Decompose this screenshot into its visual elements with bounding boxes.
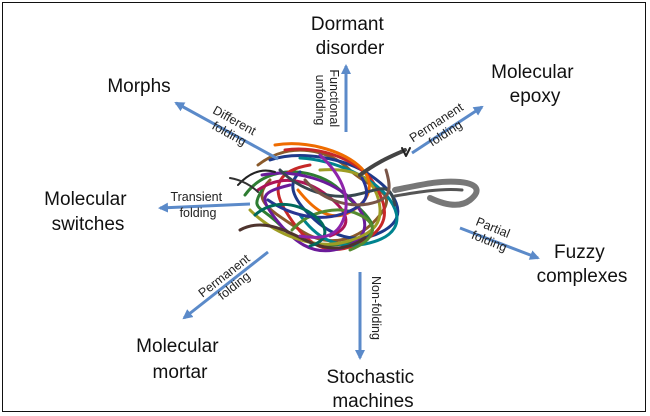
outcome-molecular-mortar: Molecular mortar — [136, 336, 224, 383]
arrow-permanent-folding-top — [411, 105, 484, 155]
outcome-stochastic-machines: Stochastic machines — [327, 367, 420, 412]
outcome-molecular-switches: Molecular switches — [44, 189, 132, 235]
disordered-protein-ensemble — [229, 142, 480, 253]
label-partial-folding: Partial folding — [469, 215, 516, 256]
figure-border — [2, 2, 646, 412]
outcome-morphs: Morphs — [107, 76, 170, 97]
arrow-permanent-folding-bottom — [182, 250, 269, 320]
label-functional-unfolding: Functional unfolding — [313, 69, 341, 130]
arrow-transient-folding — [158, 202, 251, 213]
outcome-dormant-disorder: Dormant disorder — [311, 14, 389, 59]
label-transient-folding: Transient folding — [170, 190, 225, 220]
arrow-different-folding — [174, 101, 279, 161]
arrows — [158, 64, 540, 360]
outcome-molecular-epoxy: Molecular epoxy — [491, 62, 579, 107]
arrow-partial-folding — [459, 226, 540, 260]
label-non-folding: Non-folding — [369, 276, 383, 340]
outcome-fuzzy-complexes: Fuzzy complexes — [537, 242, 628, 287]
